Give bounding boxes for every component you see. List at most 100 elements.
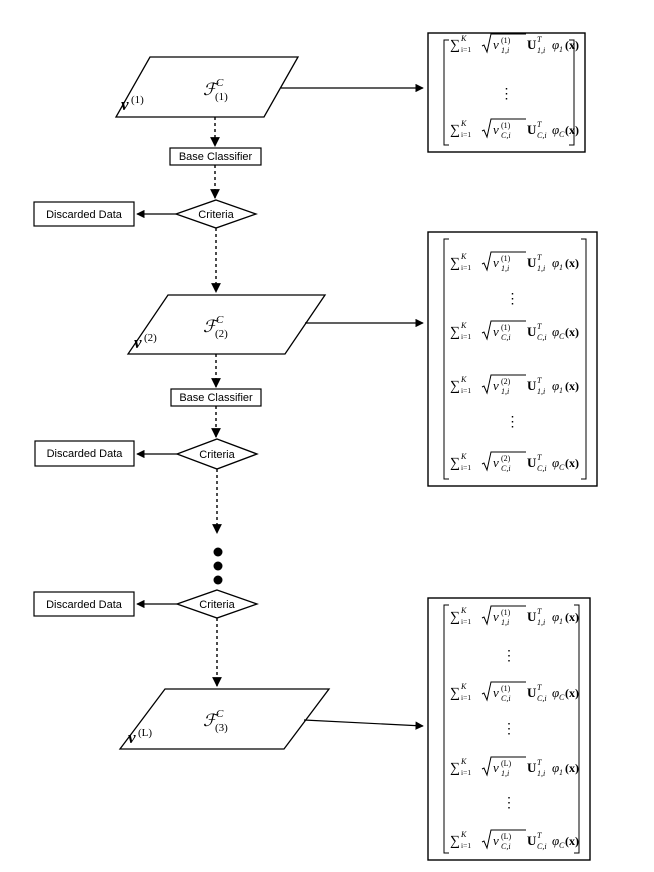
vector-vdots: ⋮ [502,649,516,664]
vector-vdots: ⋮ [506,415,520,430]
phi-sub: 1 [559,768,563,777]
sum-lower: i=1 [461,45,471,54]
sum-upper: K [460,34,467,43]
transpose-sup: T [537,607,542,616]
nu-symbol: ν [493,455,499,470]
phi-symbol: φ [552,833,559,848]
transpose-sup: T [537,683,542,692]
discarded-data-1-label: Discarded Data [46,209,123,221]
criteria-2-label: Criteria [199,449,235,461]
sqrt-sign [481,251,526,272]
class-sub: C,i [501,694,511,703]
sqrt-sign [481,374,526,395]
nu-symbol: ν [493,609,499,624]
continuation-dot-1 [213,547,223,557]
level-sup: (1) [501,254,511,263]
left-bracket [443,39,449,146]
phi-sub: 1 [559,617,563,626]
sum-upper: K [460,119,467,128]
u-matrix: U [527,833,537,848]
nu-symbol: ν [493,378,499,393]
vector-vdots: ⋮ [500,87,514,102]
stage-1-data-block: ℱ C (1) ν (1) [114,56,300,118]
x-argument: (x) [565,379,579,393]
sum-lower: i=1 [461,386,471,395]
vector-vdots: ⋮ [506,292,520,307]
criteria-1-label: Criteria [198,209,234,221]
phi-symbol: φ [552,685,559,700]
phi-symbol: φ [552,255,559,270]
right-bracket [581,238,587,480]
phi-symbol: φ [552,609,559,624]
vector-vdots: ⋮ [502,796,516,811]
level-sup: (1) [501,36,511,45]
stage-1-f-sup: C [216,77,224,89]
class-sub: 1,i [501,618,509,627]
right-bracket [569,39,575,146]
level-sup: (1) [501,323,511,332]
base-classifier-1-label: Base Classifier [179,151,253,163]
discarded-data-3: Discarded Data [33,591,135,617]
transpose-sup: T [537,453,542,462]
u-matrix: U [527,37,537,52]
continuation-dot-3 [213,575,223,585]
output-box-frame [427,32,586,153]
right-bracket [574,604,580,854]
stage-2-data-block: ℱ C (2) ν (2) [126,294,327,355]
discarded-data-3-label: Discarded Data [46,599,123,611]
stage-2-f-sub: (2) [215,328,228,340]
class-sub: 1,i [501,387,509,396]
nu-symbol: ν [493,255,499,270]
stage-L-nu-sup: (L) [138,727,152,739]
stage-L-f-symbol: ℱ [203,711,220,730]
u-sub: 1,i [537,769,545,778]
sqrt-sign [481,605,526,626]
level-sup: (2) [501,454,511,463]
discarded-data-2-label: Discarded Data [47,448,124,460]
u-matrix: U [527,122,537,137]
u-matrix: U [527,255,537,270]
class-sub: C,i [501,464,511,473]
nu-symbol: ν [493,37,499,52]
x-argument: (x) [565,761,579,775]
u-sub: 1,i [537,387,545,396]
class-sub: 1,i [501,264,509,273]
transpose-sup: T [537,758,542,767]
phi-sub: C [559,693,565,702]
left-bracket [443,238,449,480]
sqrt-sign [481,451,526,472]
sum-lower: i=1 [461,841,471,850]
sum-upper: K [460,375,467,384]
level-sup: (1) [501,684,511,693]
sum-upper: K [460,682,467,691]
level-sup: (L) [501,759,512,768]
continuation-dot-2 [213,561,223,571]
base-classifier-1: Base Classifier [169,147,262,166]
transpose-sup: T [537,35,542,44]
discarded-data-2: Discarded Data [34,440,135,467]
level-sup: (1) [501,608,511,617]
u-sub: 1,i [537,46,545,55]
stage-1-nu-sup: (1) [131,94,144,106]
level-sup: (1) [501,121,511,130]
phi-symbol: φ [552,455,559,470]
left-bracket [443,604,449,854]
stage-1-nu-symbol: ν [121,95,129,114]
sum-upper: K [460,830,467,839]
nu-symbol: ν [493,685,499,700]
stage-L-f-sub: (3) [215,722,228,734]
stage-2-f-symbol: ℱ [203,317,220,336]
sum-symbol: ∑ [450,379,460,394]
sum-lower: i=1 [461,768,471,777]
transpose-sup: T [537,831,542,840]
phi-sub: C [559,841,565,850]
stage-1-f-symbol: ℱ [203,80,220,99]
